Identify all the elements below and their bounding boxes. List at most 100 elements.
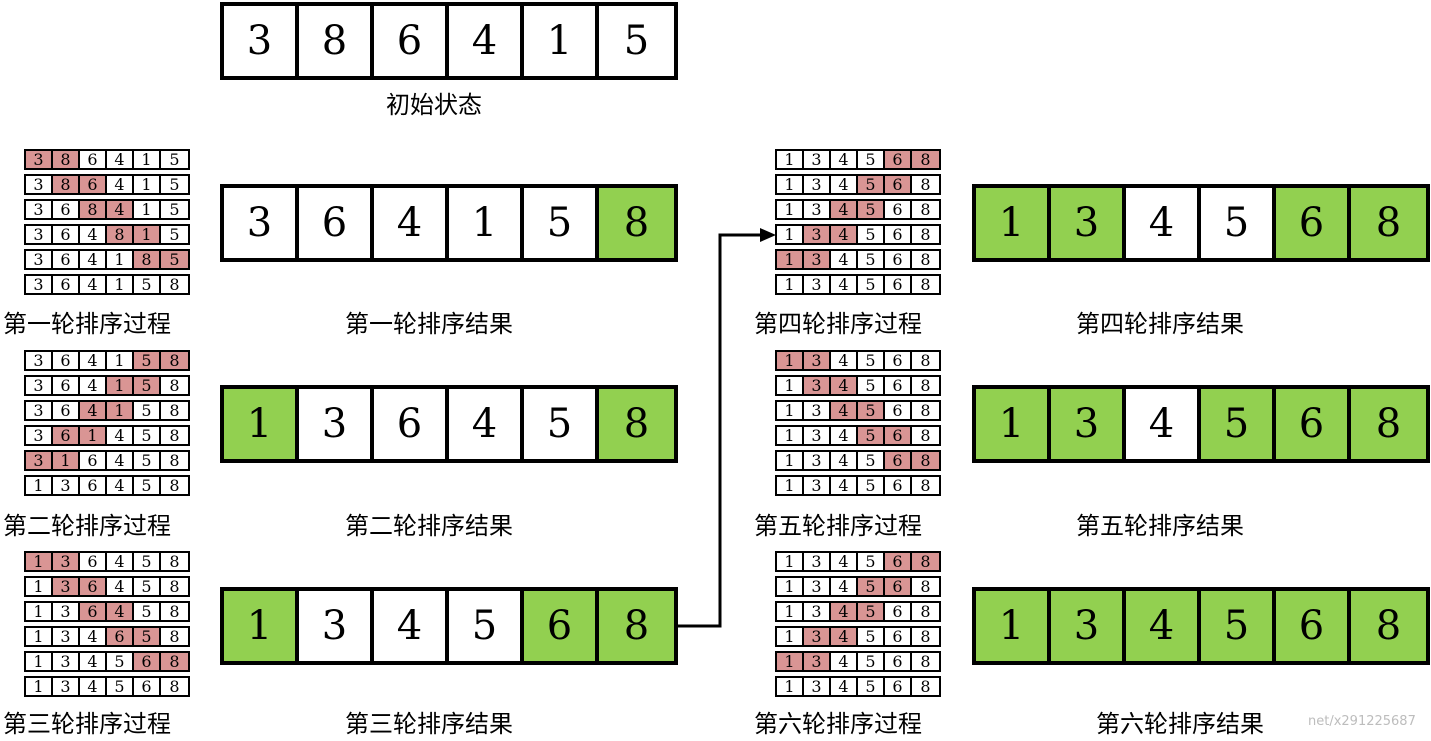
- process-cell: 3: [26, 427, 53, 444]
- compared-cell: 6: [885, 151, 912, 168]
- round-1-result-cell: 4: [374, 188, 449, 258]
- compared-cell: 3: [804, 628, 831, 645]
- process-cell: 8: [920, 576, 931, 596]
- process-cell: 6: [885, 477, 912, 494]
- process-cell: 5: [858, 477, 885, 494]
- process-cell: 3: [804, 678, 831, 695]
- process-cell: 8: [920, 475, 931, 495]
- compared-cell: 3: [804, 251, 831, 268]
- compared-cell: 8: [912, 151, 939, 168]
- process-cell: 4: [107, 151, 134, 168]
- round-4-result-cell: 4: [1126, 188, 1201, 258]
- process-cell: 1: [26, 678, 53, 695]
- round-6-result-cell: 3: [1051, 591, 1126, 661]
- compared-cell: 5: [134, 352, 161, 369]
- round-3-result-cell: 1: [224, 591, 299, 661]
- process-cell: 4: [80, 678, 107, 695]
- process-cell: 8: [920, 651, 931, 671]
- process-cell: 6: [53, 226, 80, 243]
- compared-cell: 1: [107, 377, 134, 394]
- process-cell: 3: [53, 678, 80, 695]
- process-cell: 3: [26, 201, 53, 218]
- process-cell: 6: [80, 151, 107, 168]
- process-cell: 8: [920, 174, 931, 194]
- process-cell: 4: [80, 276, 107, 293]
- process-cell: 4: [80, 226, 107, 243]
- process-cell: 1: [107, 276, 134, 293]
- process-cell: 6: [885, 352, 912, 369]
- round-2-result-cell: 1: [224, 389, 299, 459]
- compared-cell: 8: [134, 251, 161, 268]
- round-4-result-cell: 5: [1201, 188, 1276, 258]
- round-6-result-cell: 6: [1276, 591, 1351, 661]
- round-1-result-cell: 3: [224, 188, 299, 258]
- process-cell: 5: [134, 553, 161, 570]
- round-5-result-cell: 6: [1276, 389, 1351, 459]
- process-cell: 8: [169, 375, 180, 395]
- process-cell: 3: [53, 603, 80, 620]
- compared-cell: 5: [858, 427, 885, 444]
- process-cell: 3: [804, 427, 831, 444]
- round-4-process-label: 第四轮排序过程: [754, 310, 922, 338]
- compared-cell: 5: [858, 578, 885, 595]
- compared-cell: 6: [80, 176, 107, 193]
- round-6-result-cell: 4: [1126, 591, 1201, 661]
- round-3-result-label: 第三轮排序结果: [345, 710, 513, 738]
- process-cell: 5: [858, 226, 885, 243]
- process-cell: 6: [53, 352, 80, 369]
- initial-state-cell: 6: [374, 6, 449, 76]
- process-cell: 3: [26, 276, 53, 293]
- process-cell: 6: [53, 201, 80, 218]
- round-3-result-cell: 6: [524, 591, 599, 661]
- initial-state-cell: 3: [224, 6, 299, 76]
- compared-cell: 3: [804, 653, 831, 670]
- process-cell: 3: [804, 553, 831, 570]
- round-5-process-label: 第五轮排序过程: [754, 512, 922, 540]
- compared-cell: 1: [107, 402, 134, 419]
- process-cell: 4: [107, 176, 134, 193]
- process-cell: 4: [831, 653, 858, 670]
- process-cell: 3: [26, 402, 53, 419]
- process-cell: 3: [804, 603, 831, 620]
- process-cell: 1: [107, 352, 134, 369]
- process-cell: 3: [26, 226, 53, 243]
- round-3-result-cell: 4: [374, 591, 449, 661]
- round-6-result-cell: 1: [976, 591, 1051, 661]
- round-1-result-cell: 6: [299, 188, 374, 258]
- round-1-result-cell: 8: [599, 188, 674, 258]
- round-3-result-cell: 5: [449, 591, 524, 661]
- process-cell: 5: [134, 402, 161, 419]
- round-5-result-cell: 1: [976, 389, 1051, 459]
- process-cell: 1: [26, 477, 53, 494]
- process-cell: 1: [777, 226, 804, 243]
- process-cell: 3: [53, 653, 80, 670]
- compared-cell: 3: [804, 226, 831, 243]
- compared-cell: 4: [831, 603, 858, 620]
- compared-cell: 8: [80, 201, 107, 218]
- process-cell: 8: [920, 425, 931, 445]
- compared-cell: 6: [885, 578, 912, 595]
- process-cell: 8: [169, 425, 180, 445]
- process-cell: 5: [858, 151, 885, 168]
- process-cell: 1: [777, 678, 804, 695]
- process-cell: 4: [831, 352, 858, 369]
- process-cell: 5: [107, 678, 134, 695]
- process-cell: 5: [858, 352, 885, 369]
- process-cell: 3: [804, 477, 831, 494]
- process-cell: 5: [134, 603, 161, 620]
- round-2-result-cell: 6: [374, 389, 449, 459]
- round-2-result-cell: 8: [599, 389, 674, 459]
- round-2-result-cell: 5: [524, 389, 599, 459]
